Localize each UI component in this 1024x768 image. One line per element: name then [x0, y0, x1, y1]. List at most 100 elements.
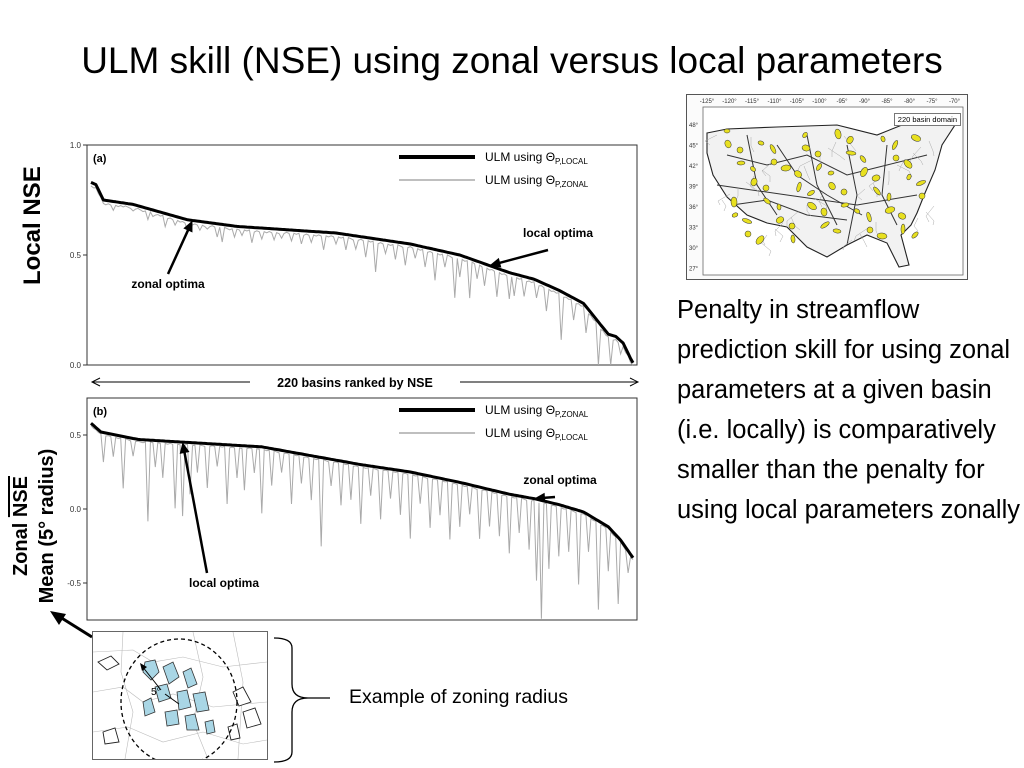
map-lat-label: 39°: [689, 185, 699, 191]
map-river: [803, 165, 811, 181]
annotation-arrow: [166, 222, 193, 275]
plot-frame: [86, 397, 638, 621]
map-river: [843, 135, 857, 152]
annotation-arrow: [492, 248, 549, 266]
map-river: [721, 199, 727, 212]
series-line-grey: [90, 185, 634, 366]
basin-polygon: [731, 212, 739, 218]
inset-brace: [273, 637, 330, 763]
basin-polygon: [730, 196, 738, 208]
series-line-grey: [90, 425, 634, 619]
zone-inset-svg: 5°: [93, 632, 267, 759]
basin-polygon: [846, 135, 854, 145]
map-river: [750, 137, 755, 153]
map-river: [912, 152, 924, 166]
annotation-label: local optima: [189, 576, 259, 590]
annotation-label: zonal optima: [523, 473, 597, 487]
basin-polygon: [757, 140, 765, 146]
ranking-axis-arrow: 220 basins ranked by NSE: [90, 373, 640, 391]
annotation-label: zonal optima: [131, 277, 205, 291]
basin-polygon: [903, 159, 913, 169]
map-river: [909, 146, 922, 163]
basin-polygon: [802, 132, 808, 138]
basin-polygon: [755, 235, 765, 245]
map-river: [925, 205, 935, 223]
basin-polygon: [723, 128, 731, 134]
map-domain-label: 220 basin domain: [893, 113, 961, 126]
us-basin-map: -125°-120°-115°-110°-105°-100°-95°-90°-8…: [689, 99, 964, 276]
y-tick-label: 0.0: [70, 361, 82, 370]
basin-polygon: [853, 208, 861, 214]
basin-polygon: [762, 184, 770, 192]
map-lon-label: -95°: [836, 99, 848, 105]
annotation-arrowhead: [179, 442, 190, 454]
basin-polygon: [736, 146, 744, 154]
basin-polygon: [828, 182, 836, 190]
y-axis-label-local-nse: Local NSE: [19, 166, 46, 285]
basin-polygon: [897, 212, 907, 220]
legend-label-subscript: P,ZONAL: [555, 410, 589, 419]
annotation-arrowhead: [489, 257, 502, 268]
legend-label-subscript: P,LOCAL: [555, 157, 588, 166]
map-region-boundary: [746, 134, 778, 216]
map-lat-label: 45°: [689, 144, 699, 150]
map-river: [925, 211, 935, 226]
basin-polygon: [884, 206, 896, 214]
zone-pointer-arrow: [50, 611, 93, 639]
basin-domain-map: -125°-120°-115°-110°-105°-100°-95°-90°-8…: [686, 94, 968, 280]
annotation-arrowhead: [183, 220, 193, 233]
basin-polygon: [769, 144, 777, 154]
y-axis-label-zonal-nse: Zonal NSE Mean (5° radius): [8, 436, 60, 616]
basin-polygon: [770, 158, 778, 166]
panel-label: (a): [93, 153, 107, 165]
map-river: [717, 193, 731, 206]
basin-polygon: [724, 139, 732, 149]
basin-polygon: [906, 173, 912, 181]
y-tick-label: 1.0: [70, 141, 82, 150]
annotation-arrowhead: [534, 492, 546, 503]
basin-polygon: [876, 232, 888, 240]
basin-polygon: [742, 218, 752, 224]
map-river: [856, 188, 866, 201]
map-lon-label: -80°: [904, 99, 916, 105]
map-lat-label: 33°: [689, 226, 699, 232]
map-river: [761, 169, 771, 182]
basin-polygon: [827, 170, 835, 176]
map-river: [887, 171, 890, 186]
basin-polygon: [845, 150, 857, 156]
basin-polygon: [807, 201, 817, 211]
penalty-description: Penalty in streamflow prediction skill f…: [677, 296, 1021, 524]
basin-polygon: [744, 230, 752, 238]
map-river: [928, 140, 935, 157]
basin-polygon: [880, 135, 886, 143]
slide-title: ULM skill (NSE) using zonal versus local…: [81, 40, 943, 81]
basin-polygon: [820, 207, 828, 217]
basin-polygon: [776, 203, 782, 211]
basin-polygon: [814, 150, 822, 158]
basin-polygon: [873, 186, 881, 196]
map-river: [842, 239, 853, 251]
map-region-boundary: [731, 199, 848, 221]
map-lon-label: -110°: [768, 99, 783, 105]
basin-polygon: [892, 154, 900, 162]
basin-polygon: [794, 170, 802, 178]
map-region-boundary: [881, 144, 898, 226]
y-axis-label-line1: Zonal NSE: [10, 476, 32, 577]
basin-polygon: [775, 216, 785, 224]
series-line-black: [90, 181, 635, 364]
map-lat-label: 27°: [689, 267, 699, 273]
basin-polygon: [866, 211, 872, 223]
map-river: [875, 222, 879, 236]
map-river: [859, 233, 868, 248]
basin-polygon: [840, 202, 850, 208]
y-tick-label: 0.5: [70, 431, 82, 440]
map-river: [745, 181, 760, 197]
map-lon-label: -125°: [700, 99, 715, 105]
map-river: [774, 228, 784, 243]
map-lon-label: -90°: [859, 99, 871, 105]
ranking-axis-label: 220 basins ranked by NSE: [277, 376, 433, 390]
basin-polygon: [750, 177, 758, 187]
map-river: [831, 141, 837, 157]
map-river: [796, 159, 813, 173]
